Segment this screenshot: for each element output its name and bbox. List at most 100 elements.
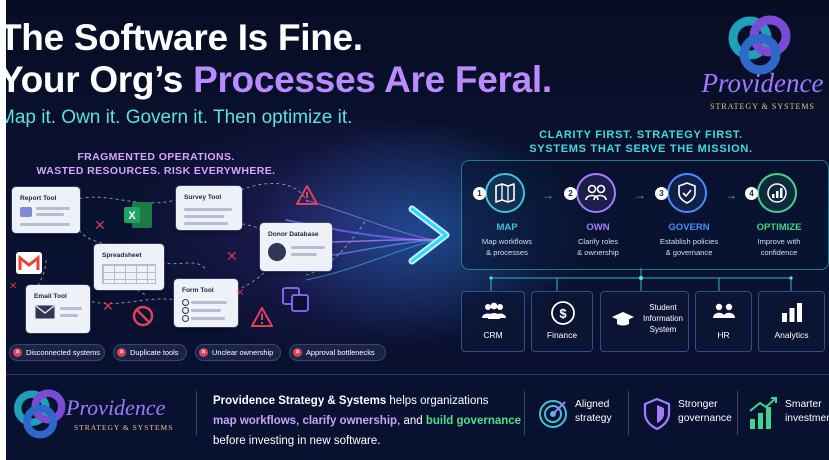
x-mark-icon: ✕ [102, 298, 114, 314]
step-desc: Map workflows& processes [481, 237, 533, 257]
headline-line-1: The Software Is Fine. [6, 17, 363, 58]
step-name: OPTIMIZE [756, 222, 802, 233]
donor-database-title: Donor Database [268, 231, 319, 238]
avatar-icon [268, 243, 286, 261]
left-heading-line-1: FRAGMENTED OPERATIONS. [77, 151, 235, 163]
warning-icon-2 [251, 307, 273, 327]
infographic: The Software Is Fine. Your Org’s Process… [6, 0, 829, 460]
arrow-right-icon: → [542, 188, 554, 202]
x-circle-icon: × [117, 348, 126, 357]
x-mark-icon: ✕ [236, 288, 245, 299]
brand-sub-top: STRATEGY & SYSTEMS [710, 102, 815, 111]
brand-logo-top: Providence STRATEGY & SYSTEMS [696, 14, 829, 118]
right-heading-line-1: CLARITY FIRST. STRATEGY FIRST. [539, 129, 743, 141]
shield-icon [643, 397, 671, 431]
graduation-cap-icon [612, 312, 634, 326]
x-mark-icon: ✕ [226, 248, 238, 264]
report-tool-title: Report Tool [20, 195, 57, 202]
step-number: 1 [473, 187, 486, 200]
footer-banner: Providence STRATEGY & SYSTEMS Providence… [6, 374, 829, 457]
benefit-smarter-investments: Smarterinvestments [785, 399, 829, 424]
arrow-right-icon: → [634, 188, 646, 202]
report-tool-card: Report Tool [12, 187, 80, 233]
target-icon [539, 400, 567, 428]
process-flow: 1 MAP Map workflows& processes → 2 OWN C… [461, 160, 829, 270]
system-label: HR [717, 330, 730, 340]
step-name: GOVERN [668, 222, 710, 233]
map-icon [495, 183, 515, 203]
form-tool-card: Form Tool [174, 279, 238, 327]
problem-pill: ×Duplicate tools [113, 344, 187, 361]
x-circle-icon: × [293, 348, 302, 357]
form-tool-title: Form Tool [182, 287, 214, 294]
team-icon [713, 303, 735, 318]
right-panel-heading: CLARITY FIRST. STRATEGY FIRST. SYSTEMS T… [476, 128, 806, 156]
x-mark-icon: ✕ [9, 281, 18, 292]
system-label: Analytics [774, 330, 809, 340]
growth-chart-icon [767, 183, 787, 203]
system-label: Student Information System [642, 303, 684, 334]
left-panel-heading: FRAGMENTED OPERATIONS. WASTED RESOURCES.… [6, 150, 306, 178]
brand-name-top: Providence [701, 68, 824, 98]
warning-icon [296, 185, 318, 205]
brand-sub-footer: STRATEGY & SYSTEMS [74, 423, 174, 432]
knot-logo-icon [14, 389, 66, 439]
left-heading-line-2: WASTED RESOURCES. RISK EVERYWHERE. [36, 165, 276, 177]
system-finance: $ Finance [531, 291, 593, 352]
survey-tool-title: Survey Tool [184, 194, 222, 201]
gmail-icon [16, 252, 42, 274]
problem-pill: ×Disconnected systems [9, 344, 105, 361]
dollar-icon: $ [551, 301, 575, 325]
arrow-right-icon: → [725, 188, 737, 202]
grid-icon [102, 264, 156, 284]
footer-description: Providence Strategy & Systems helps orga… [213, 395, 522, 447]
step-desc: Clarify roles& ownership [577, 237, 619, 257]
users-icon [482, 302, 506, 319]
people-icon [585, 184, 607, 201]
svg-text:$: $ [559, 306, 567, 321]
tagline: Map it. Own it. Govern it. Then optimize… [6, 107, 353, 128]
system-label: CRM [483, 330, 503, 340]
step-number: 4 [745, 187, 758, 200]
headline-line-2-white: Your Org’s [6, 59, 194, 100]
system-analytics: Analytics [758, 291, 825, 352]
x-circle-icon: × [199, 348, 208, 357]
problem-pill: ×Approval bottlenecks [289, 344, 386, 361]
headline-line-2-purple: Processes Are Feral. [193, 59, 552, 100]
donor-database-card: Donor Database [260, 223, 332, 271]
system-crm: CRM [461, 291, 525, 352]
step-desc: Establish policies& governance [659, 237, 719, 257]
copy-icon [282, 287, 309, 312]
system-student-information: Student Information System [600, 291, 689, 352]
x-mark-icon: ✕ [94, 217, 106, 233]
step-name: MAP [496, 222, 518, 233]
x-circle-icon: × [13, 348, 22, 357]
no-entry-icon [132, 305, 154, 327]
envelope-icon [35, 305, 55, 319]
spreadsheet-title: Spreadsheet [102, 252, 142, 259]
headline-line-2: Your Org’s Processes Are Feral. [6, 58, 552, 102]
chevron-arrow-icon [408, 205, 450, 265]
problem-pill: ×Unclear ownership [195, 344, 281, 361]
system-label: Finance [546, 330, 578, 340]
shield-check-icon [678, 182, 696, 204]
survey-tool-card: Survey Tool [176, 186, 242, 230]
step-number: 2 [564, 187, 577, 200]
svg-text:X: X [128, 210, 136, 222]
email-tool-card: Email Tool [26, 285, 90, 333]
growth-icon [749, 397, 777, 429]
step-name: OWN [586, 222, 610, 233]
spreadsheet-card: Spreadsheet [94, 244, 164, 290]
system-hr: HR [695, 291, 752, 352]
step-number: 3 [655, 187, 668, 200]
right-heading-line-2: SYSTEMS THAT SERVE THE MISSION. [529, 143, 753, 155]
excel-icon: X [124, 202, 152, 228]
knot-logo-icon [728, 15, 791, 75]
system-connector-lines [489, 268, 793, 291]
email-tool-title: Email Tool [34, 293, 67, 300]
bar-chart-icon [782, 303, 802, 322]
brand-name-footer: Providence [66, 395, 166, 420]
